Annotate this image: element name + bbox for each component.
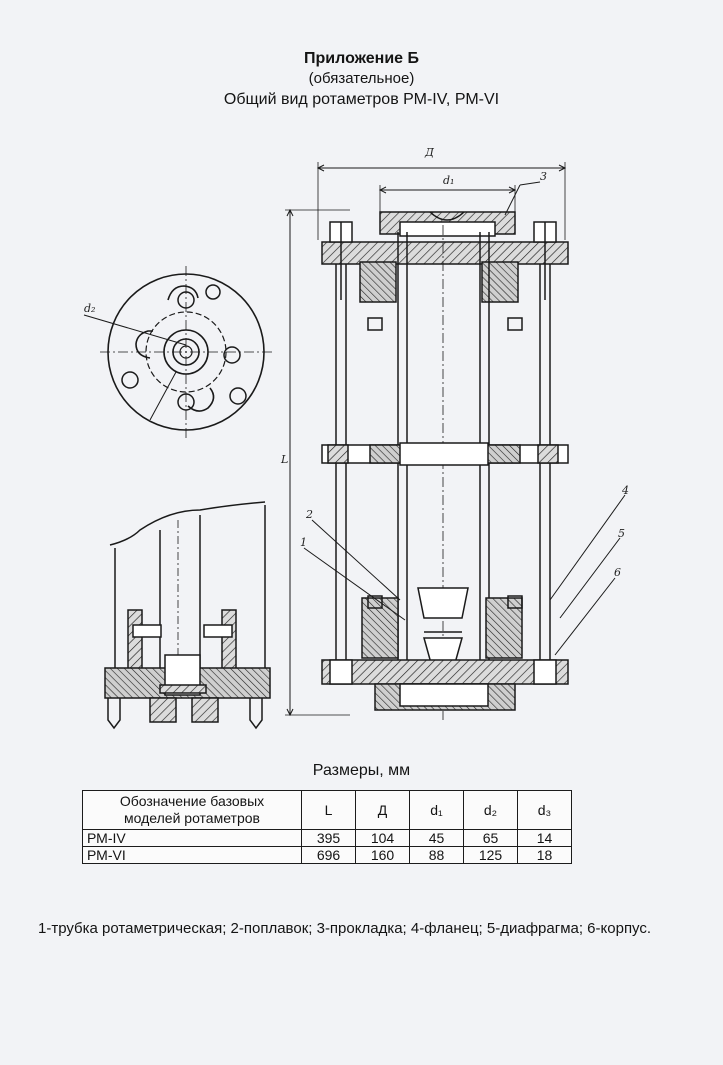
figure-caption: Общий вид ротаметров РМ-IV, РМ-VI xyxy=(223,91,500,108)
parts-legend: 1-трубка ротаметрическая; 2-поплавок; 3-… xyxy=(38,920,652,937)
cell-d2: 65 xyxy=(463,829,518,847)
header-col-d1: d₁ xyxy=(409,790,464,830)
header-col-d2: d₂ xyxy=(463,790,518,830)
label-d1: d₁ xyxy=(443,174,454,187)
header-name-line1: Обозначение базовых xyxy=(119,793,265,809)
label-part-2: 2 xyxy=(305,508,313,521)
label-part-5: 5 xyxy=(618,527,625,540)
label-part-6: 6 xyxy=(614,566,621,579)
header-col-D: Д xyxy=(355,790,410,830)
main-section-view xyxy=(285,162,626,720)
rotameter-drawing: d₂ xyxy=(83,146,629,730)
label-D: Д xyxy=(424,146,435,159)
row-model-name: РМ-IV xyxy=(82,829,302,847)
appendix-subtitle: (обязательное) xyxy=(308,70,415,87)
flange-top-view xyxy=(83,266,272,440)
row-model-name: РМ-VI xyxy=(82,846,302,864)
cell-d1: 88 xyxy=(409,846,464,864)
section-view-bottom xyxy=(104,501,271,730)
cell-d2: 125 xyxy=(463,846,518,864)
label-part-3: 3 xyxy=(540,170,547,183)
table-row: РМ-IV 395 104 45 65 14 xyxy=(82,829,572,847)
header-name-line2: моделей ротаметров xyxy=(124,810,260,826)
cell-d3: 14 xyxy=(517,829,572,847)
cell-D: 104 xyxy=(355,829,410,847)
cell-L: 696 xyxy=(301,846,356,864)
cell-d1: 45 xyxy=(409,829,464,847)
table-header-row: Обозначение базовых моделей ротаметров L… xyxy=(82,790,572,830)
dimensions-table: Обозначение базовых моделей ротаметров L… xyxy=(82,790,572,864)
label-part-1: 1 xyxy=(300,536,307,549)
header-name-cell: Обозначение базовых моделей ротаметров xyxy=(82,790,302,830)
header-col-d3: d₃ xyxy=(517,790,572,830)
cell-d3: 18 xyxy=(517,846,572,864)
header-col-L: L xyxy=(301,790,356,830)
label-part-4: 4 xyxy=(621,484,629,497)
label-L: L xyxy=(280,453,288,466)
table-caption: Размеры, мм xyxy=(312,762,411,779)
label-d2: d₂ xyxy=(84,302,95,315)
appendix-title: Приложение Б xyxy=(304,50,419,67)
table-row: РМ-VI 696 160 88 125 18 xyxy=(82,846,572,864)
cell-D: 160 xyxy=(355,846,410,864)
cell-L: 395 xyxy=(301,829,356,847)
